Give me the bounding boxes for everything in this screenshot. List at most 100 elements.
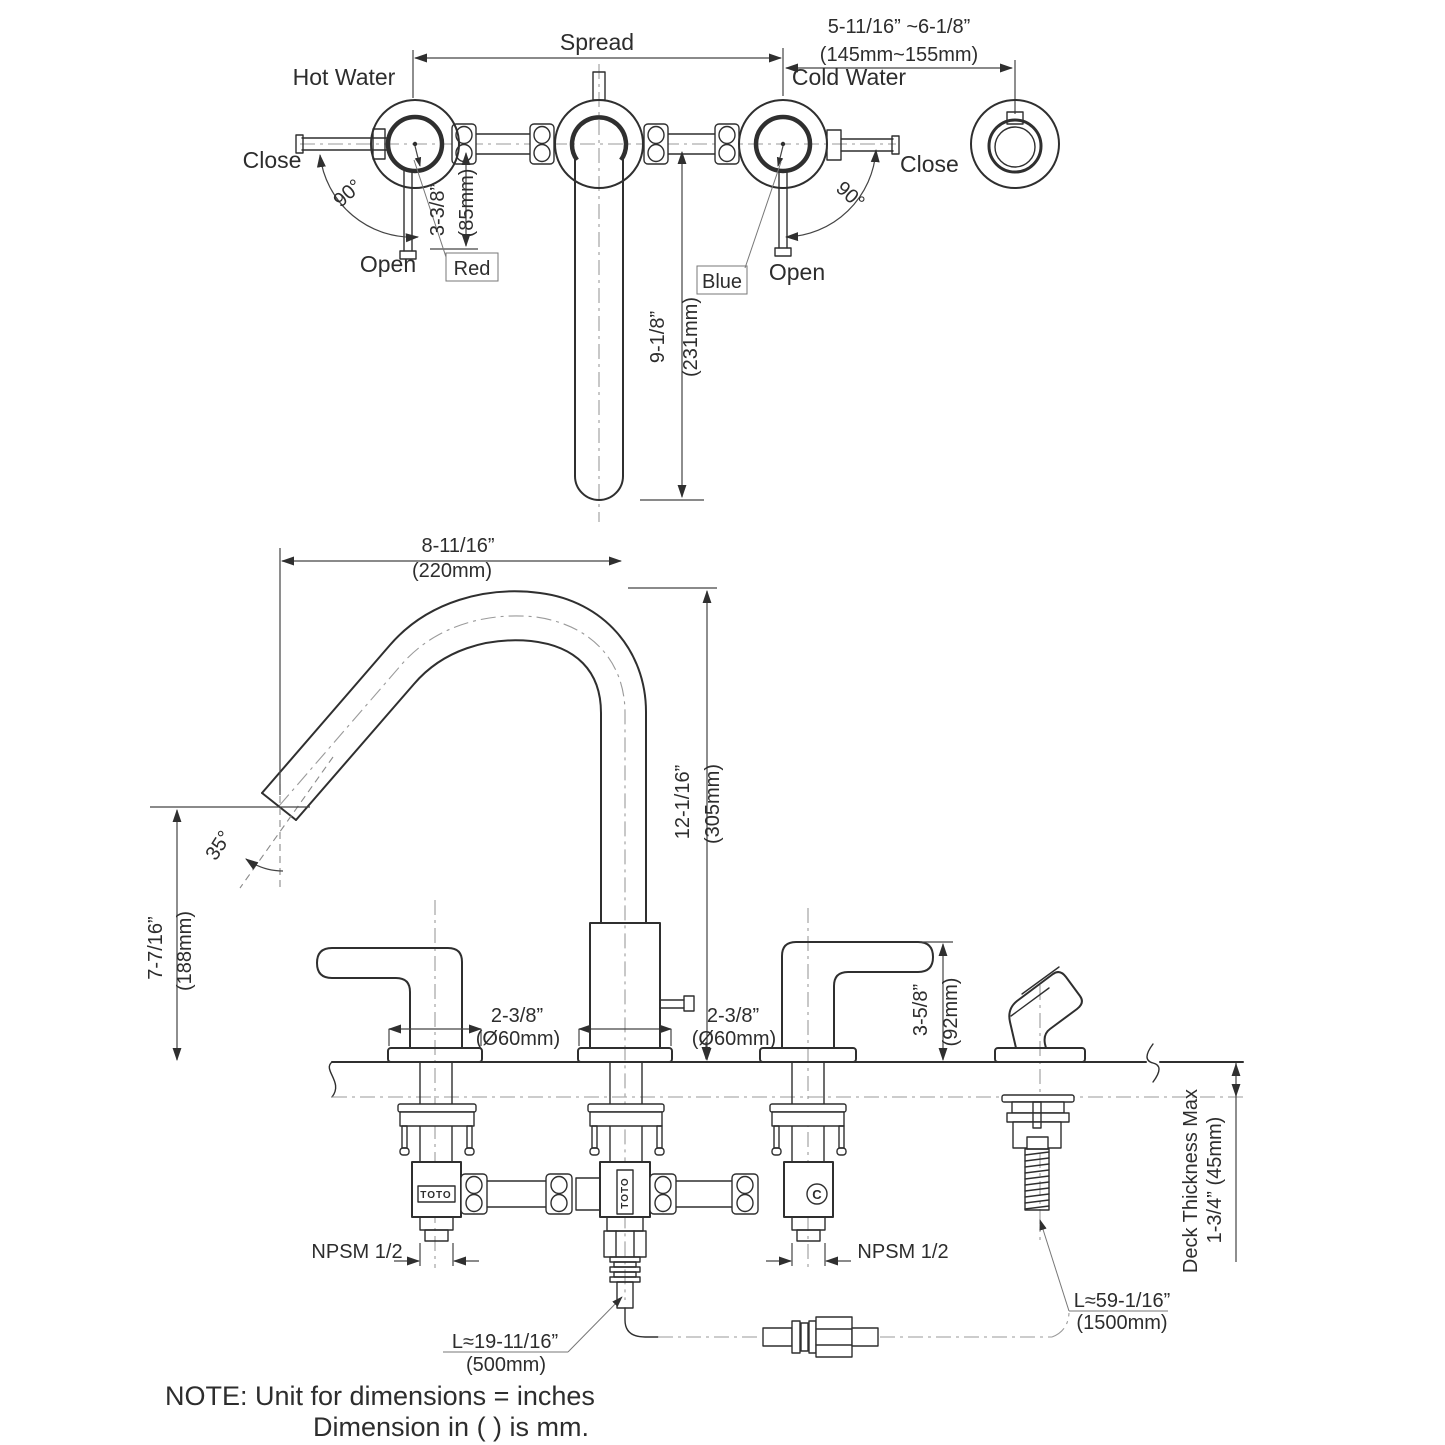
pipe-stub xyxy=(575,1177,601,1211)
mounting-bracket xyxy=(589,1111,663,1127)
spout-hub-arc xyxy=(569,115,629,162)
mounting-bracket xyxy=(771,1111,845,1127)
spray-angle-annotation xyxy=(239,756,334,890)
hub-outer xyxy=(987,118,1043,174)
label-cold-water: Cold Water xyxy=(792,64,907,90)
red-label-box xyxy=(445,252,499,282)
dim-angle90-left: 90° xyxy=(329,175,366,212)
label-spread: Spread xyxy=(560,29,634,55)
color-labels xyxy=(413,159,782,295)
dim-spout-len-mm: (231mm) xyxy=(680,297,702,377)
label-open-left: Open xyxy=(360,251,416,277)
top-dimensions xyxy=(412,48,1014,501)
brand-toto-left: TOTO xyxy=(420,1190,451,1201)
dim-reach-mm: (220mm) xyxy=(412,560,492,582)
washer xyxy=(587,1103,665,1113)
nut-fitting xyxy=(545,1173,573,1215)
hose-run xyxy=(658,1312,1070,1358)
label-hot-water: Hot Water xyxy=(293,64,396,90)
bolt-head xyxy=(771,1147,782,1156)
pivot-dot xyxy=(412,141,418,147)
hot-valve-top-view xyxy=(295,99,460,260)
dim-hose-center-l: L≈19-11/16” xyxy=(452,1331,558,1353)
label-npsm-left: NPSM 1/2 xyxy=(311,1241,402,1263)
washer xyxy=(769,1103,847,1113)
dim-esc-center-in: 2-3/8” xyxy=(707,1005,759,1027)
rotation-arc-90 xyxy=(784,148,880,242)
dim-handle-drop-mm: (85mm) xyxy=(456,169,478,238)
locknut xyxy=(1011,1101,1065,1114)
dim-tip-height-mm: (188mm) xyxy=(174,911,196,991)
spout-top-view xyxy=(554,71,644,501)
open-lever-cap xyxy=(399,250,417,260)
lever-collar xyxy=(826,129,842,161)
hex-head xyxy=(1026,1136,1049,1150)
label-open-right: Open xyxy=(769,259,825,285)
dim-spout-height-mm: (305mm) xyxy=(702,764,724,844)
dim-deck-line2: 1-3/4” (45mm) xyxy=(1204,1117,1226,1244)
nut-fitting xyxy=(649,1173,677,1215)
dim-hose-shower-l: L≈59-1/16” xyxy=(1074,1290,1171,1312)
washer xyxy=(1006,1112,1070,1123)
below-deck-piping xyxy=(460,1173,759,1215)
nut-fitting xyxy=(643,123,669,165)
handle-hub xyxy=(753,114,813,174)
threaded-rod xyxy=(1024,1148,1050,1211)
side-dimensions xyxy=(150,548,1241,1353)
right-handle-side-view xyxy=(759,941,934,1063)
nut-fitting xyxy=(714,123,740,165)
dim-esc-left-mm: (Ø60mm) xyxy=(476,1028,560,1050)
connecting-pipes xyxy=(475,133,717,155)
hose-barb xyxy=(609,1256,641,1309)
label-close-right: Close xyxy=(900,151,959,177)
trim-side-view xyxy=(970,60,1060,189)
dim-wall-range-mm: (145mm~155mm) xyxy=(820,44,978,66)
dim-handle-height-mm: (92mm) xyxy=(940,978,962,1047)
dim-esc-center-mm: (Ø60mm) xyxy=(692,1028,776,1050)
dim-hose-shower-mm: (1500mm) xyxy=(1076,1312,1167,1334)
popup-rod-knob xyxy=(683,995,695,1012)
dim-reach-in: 8-11/16” xyxy=(421,535,494,557)
retainer-pin xyxy=(1032,1101,1042,1129)
center-valve-assembly xyxy=(587,1061,665,1338)
bolt-head xyxy=(399,1147,410,1156)
washer xyxy=(1001,1094,1075,1103)
nut-fitting xyxy=(529,123,555,165)
lever-end-cap xyxy=(891,135,900,155)
dim-handle-height-in: 3-5/8” xyxy=(910,984,932,1036)
escutcheon-circle xyxy=(738,99,828,189)
dim-esc-left-in: 2-3/8” xyxy=(491,1005,543,1027)
dim-angle35: 35° xyxy=(202,827,237,864)
lever-end-cap xyxy=(295,134,304,154)
brand-plate xyxy=(417,1185,456,1203)
left-handle-side-view xyxy=(316,947,483,1063)
nut-fitting xyxy=(451,123,477,165)
label-blue: Blue xyxy=(702,271,742,293)
bolt-head xyxy=(464,1147,475,1156)
brand-toto-center: TOTO xyxy=(620,1177,631,1208)
escutcheon-circle xyxy=(554,99,644,189)
note-line2: Dimension in ( ) is mm. xyxy=(313,1412,589,1442)
supply-port xyxy=(419,1216,454,1231)
label-red: Red xyxy=(454,258,491,280)
deck-section xyxy=(328,1043,1244,1098)
note-line1: NOTE: Unit for dimensions = inches xyxy=(165,1381,595,1411)
bolt-head xyxy=(654,1147,665,1156)
top-view: Spread 5-11/16” ~6-1/8” (145mm~155mm) Ho… xyxy=(243,16,1060,522)
dim-hose-center-mm: (500mm) xyxy=(466,1354,546,1376)
right-valve-assembly xyxy=(769,1061,847,1242)
escutcheon-circle xyxy=(970,99,1060,189)
indicator-needle xyxy=(776,145,784,167)
dim-wall-range-in: 5-11/16” ~6-1/8” xyxy=(828,16,971,38)
dim-spout-len-in: 9-1/8” xyxy=(647,311,669,363)
hub-inner xyxy=(994,126,1036,168)
deck-break-symbol xyxy=(1146,1043,1160,1083)
note-block: NOTE: Unit for dimensions = inches Dimen… xyxy=(165,1381,595,1442)
side-view: 8-11/16” (220mm) 35° 7-7/16” (188mm) 12-… xyxy=(145,535,1244,1376)
washer xyxy=(397,1103,477,1113)
brand-plate xyxy=(616,1169,634,1215)
label-cold-mark: C xyxy=(812,1187,822,1202)
bolt-head xyxy=(836,1147,847,1156)
